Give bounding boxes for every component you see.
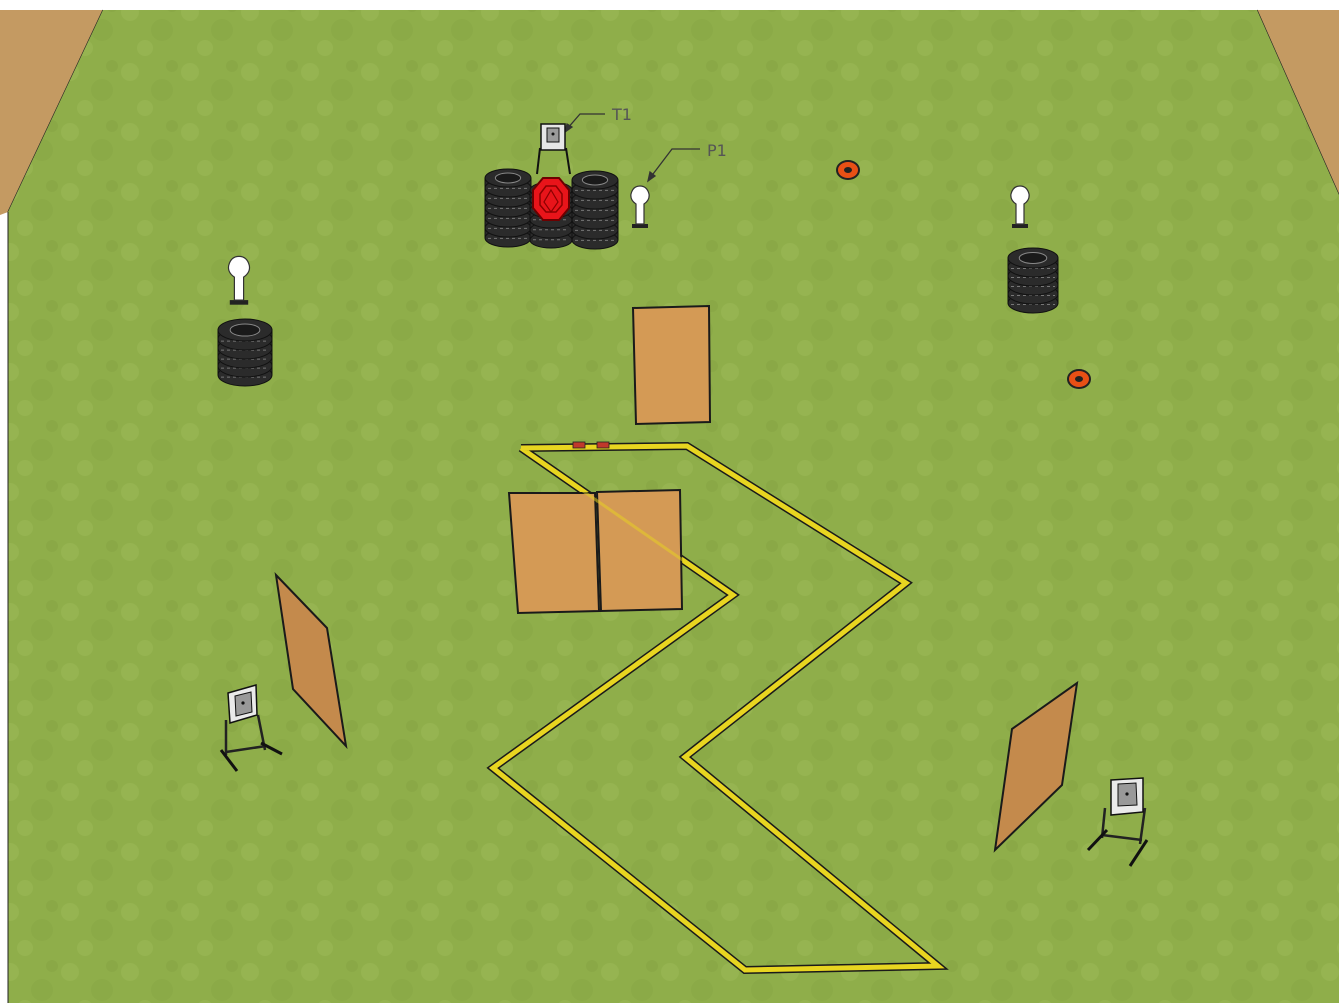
tire-stack-icon <box>485 169 531 247</box>
tire-stack-icon <box>218 319 272 386</box>
wall-panel-top <box>633 306 710 424</box>
fault-line-marker-1 <box>573 442 585 448</box>
cone-marker-icon <box>837 161 859 179</box>
cone-marker-icon <box>1068 370 1090 388</box>
wall-panel-center-left <box>509 493 599 613</box>
tire-stack-icon <box>1008 248 1058 313</box>
target-label: T1 <box>611 105 632 124</box>
fault-line-marker-2 <box>597 442 609 448</box>
steel-plate-icon <box>533 178 569 220</box>
popper-label: P1 <box>707 141 727 160</box>
tire-stack-icon <box>572 171 618 249</box>
